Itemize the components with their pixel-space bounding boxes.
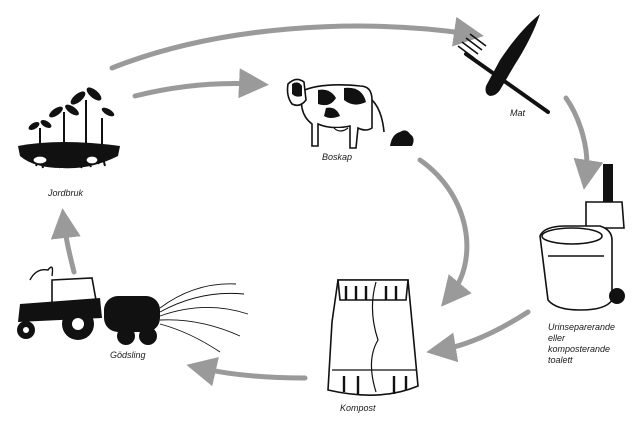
arrow-mat-to-toalett xyxy=(563,95,604,190)
label-toalett-line-1: Urinseparerande xyxy=(548,322,616,332)
seedling-plants-icon xyxy=(18,87,120,169)
arrow-jordbruk-to-boskap xyxy=(132,68,269,99)
manure-pile-icon xyxy=(390,130,414,146)
label-kompost: Kompost xyxy=(340,403,376,413)
composting-toilet-icon xyxy=(539,164,625,311)
cycle-arrows xyxy=(50,16,604,387)
label-toalett-line-3: toalett xyxy=(548,355,573,365)
tractor-spreader-icon xyxy=(17,266,249,353)
label-toalett: Urinseparerande eller komposterande toal… xyxy=(548,322,628,366)
arrow-jordbruk-to-mat xyxy=(109,16,484,71)
arrow-toalett-to-kompost xyxy=(426,309,531,363)
label-boskap: Boskap xyxy=(322,152,353,162)
knife-fork-icon xyxy=(457,14,550,114)
arrow-kompost-to-godsling xyxy=(186,356,308,387)
label-godsling: Gödsling xyxy=(110,350,146,360)
cow-icon xyxy=(286,78,385,149)
label-jordbruk: Jordbruk xyxy=(48,188,84,198)
arrow-godsling-to-jordbruk xyxy=(50,208,81,275)
arrow-boskap-to-kompost xyxy=(417,157,472,307)
compost-bin-icon xyxy=(327,279,419,396)
label-toalett-line-2: eller komposterande xyxy=(548,333,611,354)
label-mat: Mat xyxy=(510,108,526,118)
